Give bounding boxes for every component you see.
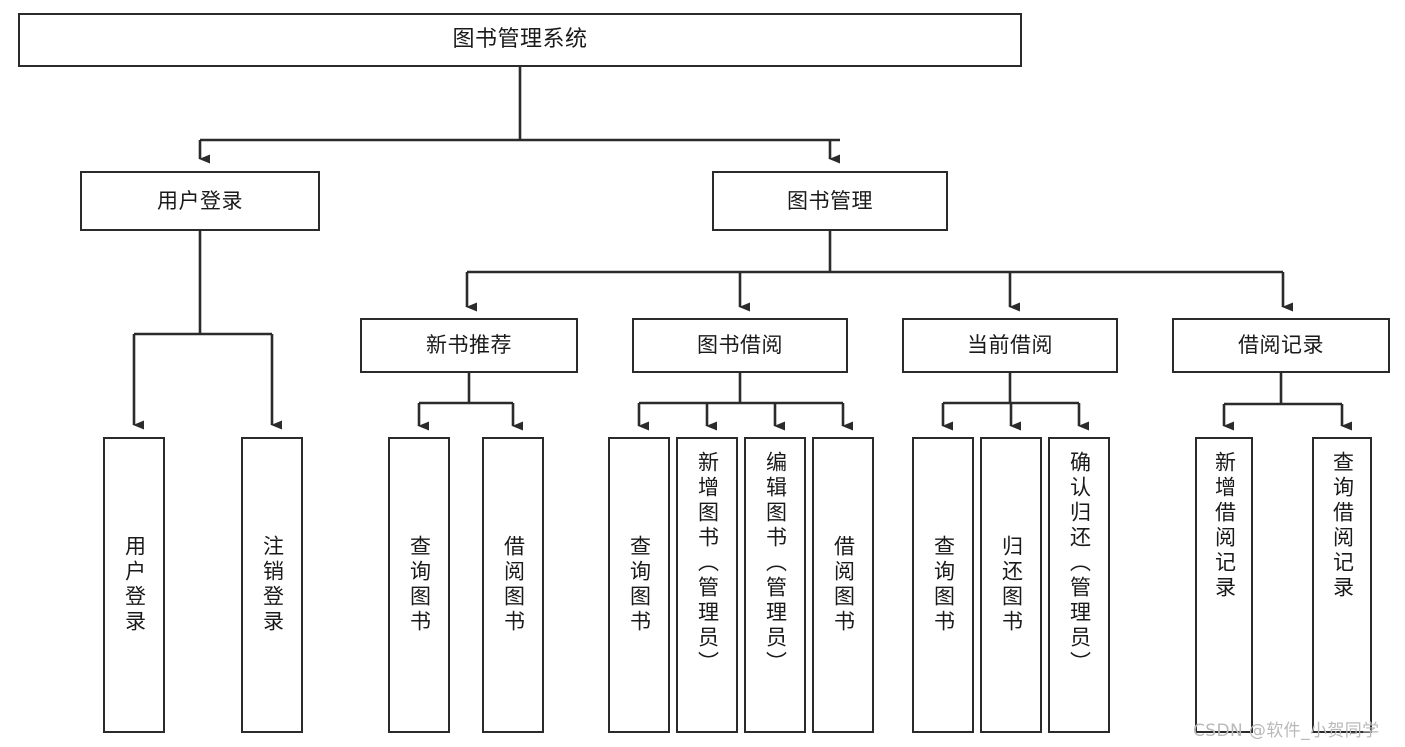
- node-leaf-query-borrow-record[interactable]: 查询借阅记录: [1312, 437, 1372, 733]
- node-label: 查询借阅记录: [1330, 451, 1355, 601]
- node-leaf-add-book-admin[interactable]: 新增图书（管理员）: [676, 437, 738, 733]
- node-leaf-borrow-book-2[interactable]: 借阅图书: [812, 437, 874, 733]
- node-label: 查询图书: [931, 535, 956, 635]
- node-leaf-add-borrow-record[interactable]: 新增借阅记录: [1195, 437, 1253, 733]
- node-leaf-query-book-2[interactable]: 查询图书: [608, 437, 670, 733]
- node-label: 当前借阅: [967, 333, 1053, 358]
- node-user-login[interactable]: 用户登录: [80, 171, 320, 231]
- node-root-system[interactable]: 图书管理系统: [18, 13, 1022, 67]
- node-label: 新增借阅记录: [1212, 451, 1237, 601]
- node-label: 查询图书: [627, 535, 652, 635]
- node-label: 归还图书: [999, 535, 1024, 635]
- node-label: 确认归还（管理员）: [1067, 451, 1092, 676]
- node-leaf-user-login[interactable]: 用户登录: [103, 437, 165, 733]
- node-label: 新书推荐: [426, 333, 512, 358]
- node-label: 用户登录: [122, 535, 147, 635]
- node-leaf-confirm-return-admin[interactable]: 确认归还（管理员）: [1048, 437, 1110, 733]
- csdn-watermark: CSDN @软件_小贺同学: [1193, 721, 1380, 741]
- node-current-borrow[interactable]: 当前借阅: [902, 318, 1118, 373]
- node-book-manage[interactable]: 图书管理: [712, 171, 948, 231]
- node-label: 借阅图书: [501, 535, 526, 635]
- node-leaf-query-book-1[interactable]: 查询图书: [388, 437, 450, 733]
- node-new-book-recommend[interactable]: 新书推荐: [360, 318, 578, 373]
- node-leaf-user-logout[interactable]: 注销登录: [241, 437, 303, 733]
- node-leaf-return-book[interactable]: 归还图书: [980, 437, 1042, 733]
- node-label: 图书管理: [787, 188, 873, 213]
- node-label: 图书借阅: [697, 333, 783, 358]
- node-leaf-query-book-3[interactable]: 查询图书: [912, 437, 974, 733]
- node-label: 新增图书（管理员）: [695, 451, 720, 676]
- node-label: 编辑图书（管理员）: [763, 451, 788, 676]
- node-leaf-borrow-book-1[interactable]: 借阅图书: [482, 437, 544, 733]
- node-label: 注销登录: [260, 535, 285, 635]
- node-book-borrow[interactable]: 图书借阅: [632, 318, 848, 373]
- node-label: 借阅图书: [831, 535, 856, 635]
- node-label: 查询图书: [407, 535, 432, 635]
- node-label: 借阅记录: [1238, 333, 1324, 358]
- node-label: 用户登录: [157, 188, 243, 213]
- node-borrow-record[interactable]: 借阅记录: [1172, 318, 1390, 373]
- node-leaf-edit-book-admin[interactable]: 编辑图书（管理员）: [744, 437, 806, 733]
- node-label: 图书管理系统: [452, 27, 588, 53]
